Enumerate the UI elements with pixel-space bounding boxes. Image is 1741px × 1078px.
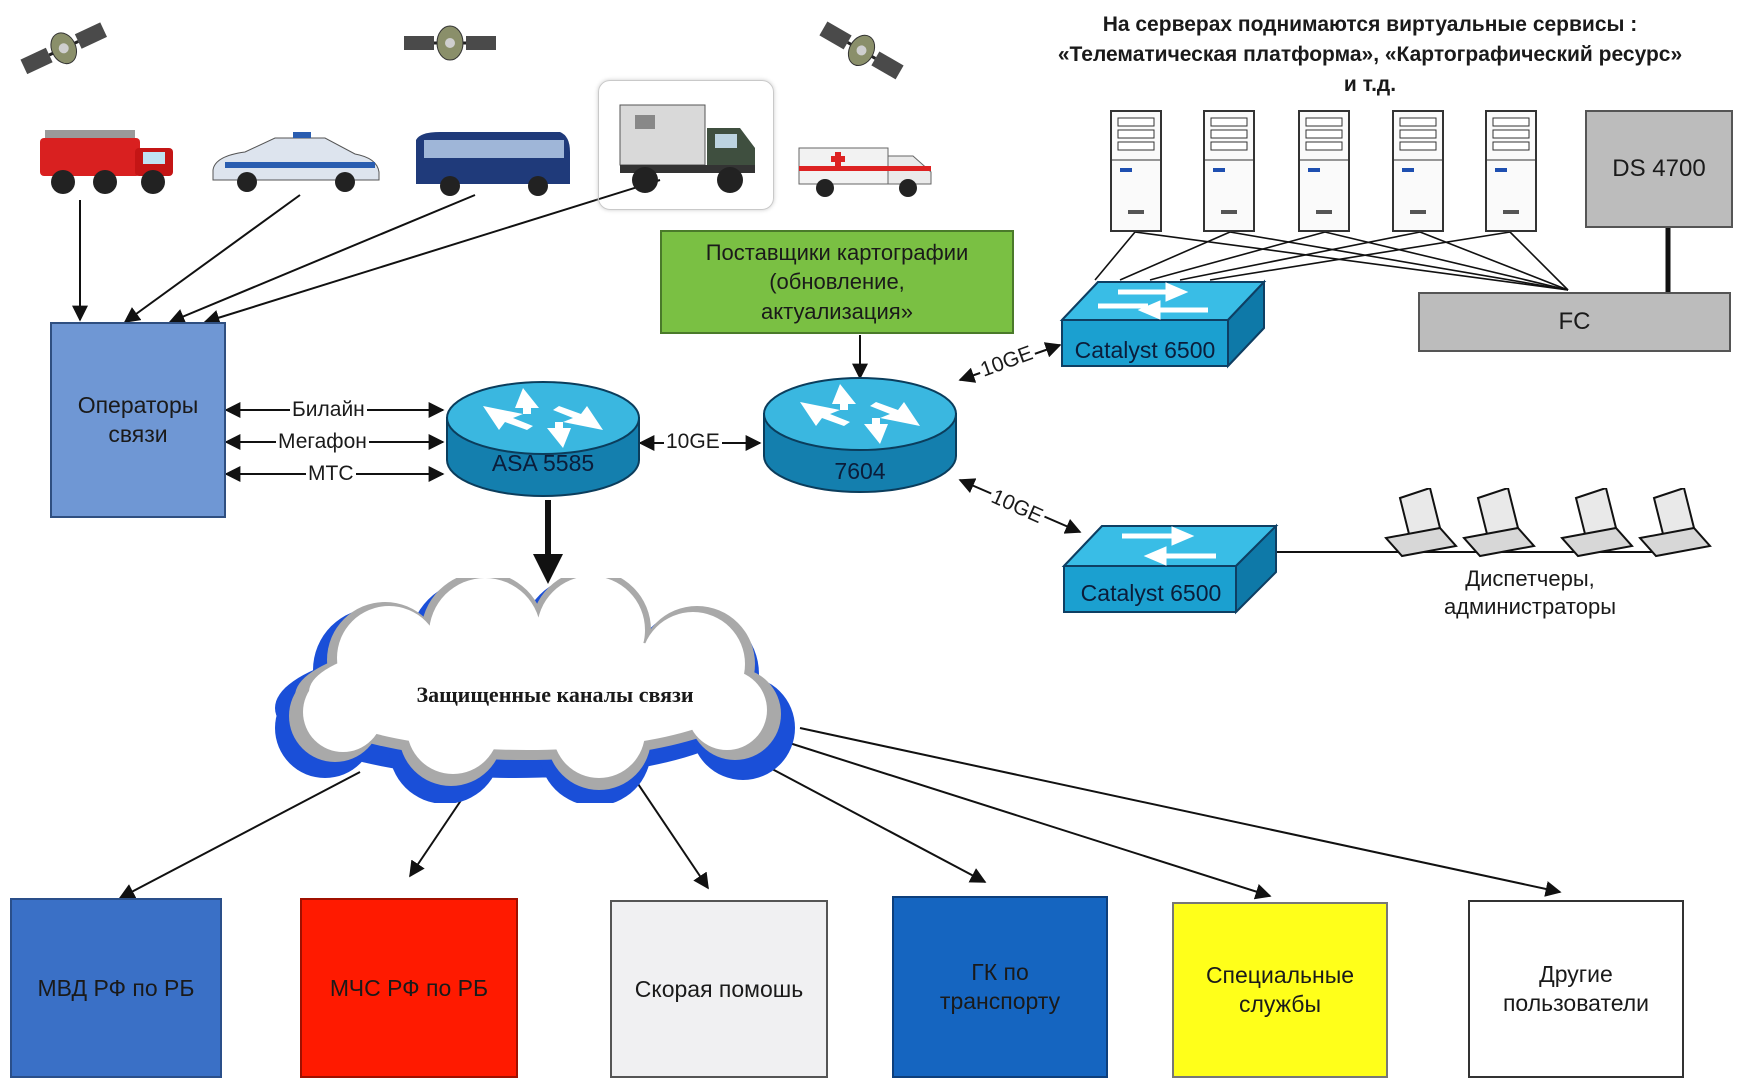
ambulance-icon (798, 147, 932, 197)
receiver-ambulance-line1: Скорая помошь (634, 975, 804, 1002)
fc-switch: FC (1418, 292, 1731, 352)
operators-box: Операторы связи (50, 322, 226, 518)
receiver-other-line1: Другие (1539, 961, 1613, 988)
asa-label: ASA 5585 (491, 450, 595, 476)
link-label-asa-router: 10GE (664, 430, 722, 454)
receiver-special-line2: службы (1238, 991, 1322, 1017)
cartography-line2: (обновление, (769, 269, 905, 295)
workstation-icon (1560, 488, 1634, 558)
fire-truck-icon (40, 130, 173, 194)
satellite-icon (404, 25, 496, 61)
server-icon (1485, 110, 1537, 232)
receiver-other: Другие пользователи (1468, 900, 1684, 1078)
server-icon (1110, 110, 1162, 232)
cartography-box: Поставщики картографии (обновление, акту… (660, 230, 1014, 334)
router-7604-label: 7604 (834, 458, 886, 484)
carrier-label-megafon: Мегафон (276, 430, 369, 454)
receiver-special-line1: Специальные (1205, 962, 1355, 989)
servers-note-line3: и т.д. (1343, 73, 1397, 96)
receiver-special: Специальные службы (1172, 902, 1388, 1078)
service-truck-icon (619, 104, 755, 193)
carrier-label-beeline: Билайн (290, 398, 367, 422)
receiver-ambulance: Скорая помошь (610, 900, 828, 1078)
dispatchers-caption: Диспетчеры, администраторы (1380, 565, 1680, 621)
bus-icon (416, 132, 570, 196)
operators-line1: Операторы (77, 392, 199, 419)
catalyst-switch-bottom (1061, 523, 1279, 615)
receiver-mvd: МВД РФ по РБ (10, 898, 222, 1078)
dispatchers-line1: Диспетчеры, (1465, 566, 1595, 591)
core-router-icon (763, 377, 957, 493)
workstations-group (1384, 488, 1712, 558)
servers-note: На серверах поднимаются виртуальные серв… (990, 10, 1741, 100)
cloud-label: Защищенные каналы связи (416, 682, 694, 707)
secure-cloud-icon (275, 578, 795, 803)
catalyst-bottom-label: Catalyst 6500 (1080, 580, 1222, 606)
receiver-mchs-line1: МЧС РФ по РБ (329, 974, 489, 1001)
server-icon (1203, 110, 1255, 232)
satellite-icon (20, 22, 107, 75)
operators-line2: связи (108, 421, 168, 447)
server-icon (1392, 110, 1444, 232)
receiver-mvd-line1: МВД РФ по РБ (37, 974, 195, 1001)
asa-router-icon (446, 381, 640, 497)
ds4700-storage: DS 4700 (1585, 110, 1733, 228)
receiver-mchs: МЧС РФ по РБ (300, 898, 518, 1078)
receiver-transport: ГК по транспорту (892, 896, 1108, 1078)
servers-note-line1: На серверах поднимаются виртуальные серв… (1102, 13, 1638, 36)
server-icon (1298, 110, 1350, 232)
catalyst-switch-top (1059, 279, 1267, 369)
workstation-icon (1384, 488, 1458, 558)
receiver-other-line2: пользователи (1502, 990, 1650, 1016)
carrier-label-mts: МТС (306, 462, 356, 486)
police-car-icon (212, 132, 380, 192)
receiver-transport-line1: ГК по (971, 959, 1029, 986)
receiver-transport-line2: транспорту (939, 988, 1061, 1014)
cartography-line1: Поставщики картографии (705, 240, 969, 266)
workstation-icon (1638, 488, 1712, 558)
cartography-line3: актуализация» (761, 298, 913, 324)
vehicle-highlight-frame (598, 80, 774, 210)
servers-note-line2: «Телематическая платформа», «Картографич… (1057, 43, 1683, 66)
dispatchers-line2: администраторы (1443, 594, 1617, 619)
satellite-icon (819, 21, 904, 80)
catalyst-top-label: Catalyst 6500 (1074, 337, 1216, 363)
workstation-icon (1462, 488, 1536, 558)
